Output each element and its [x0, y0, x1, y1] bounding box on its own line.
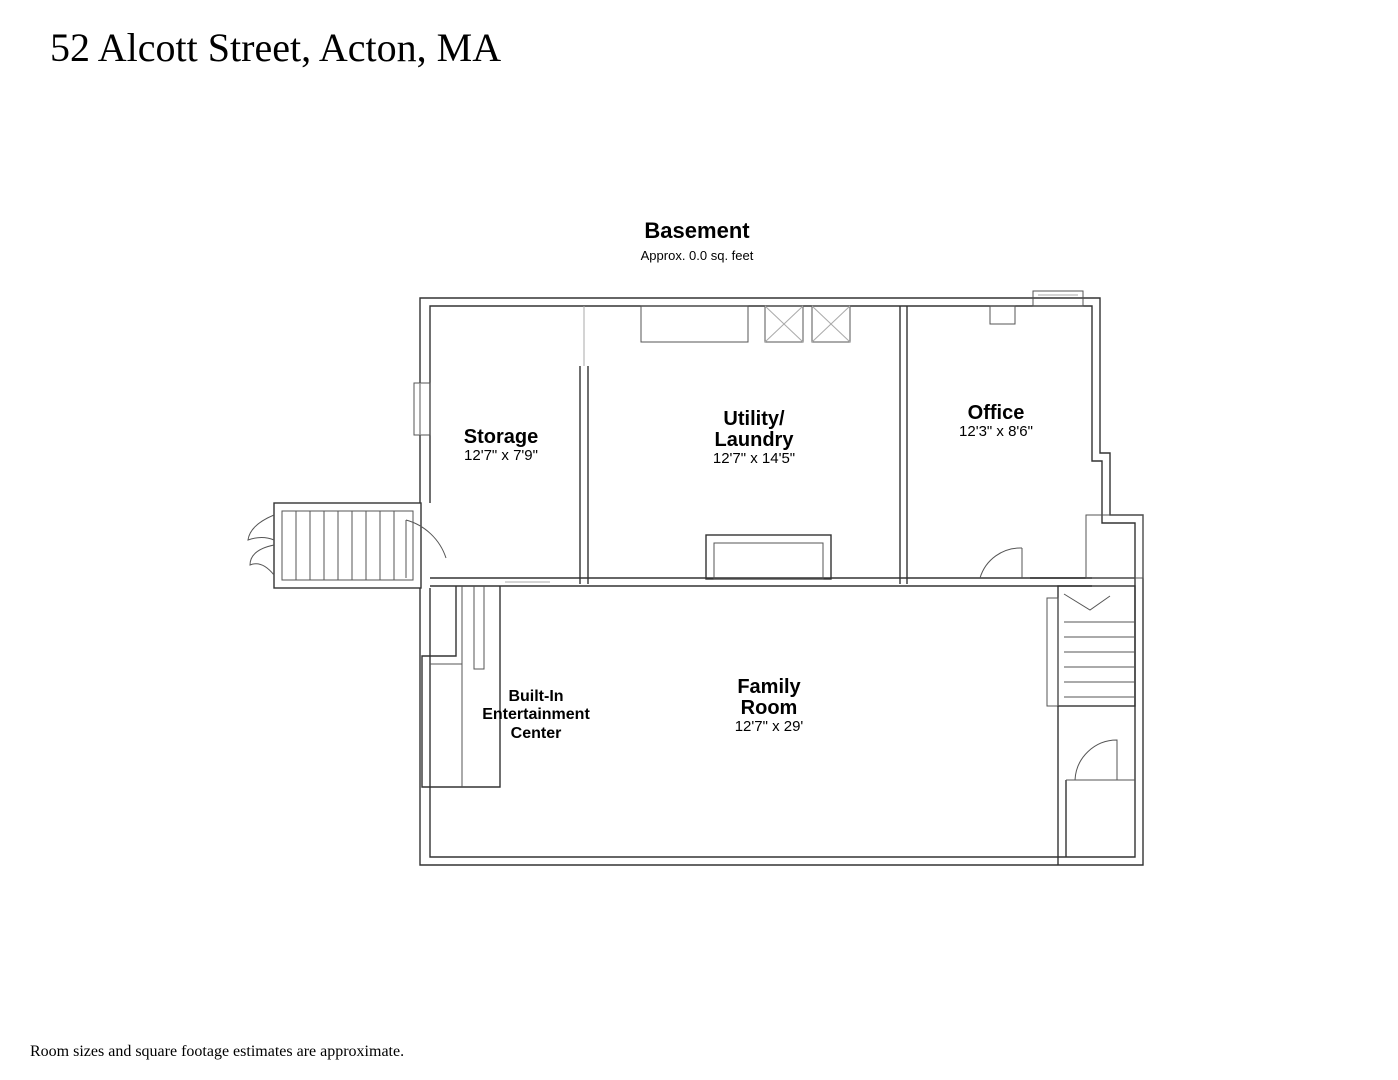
upper-right-closet [1085, 514, 1144, 579]
room-entertainment-name-2: Entertainment [482, 706, 590, 724]
closet [1057, 706, 1135, 865]
room-storage-name: Storage [463, 426, 539, 448]
room-entertainment-name-3: Center [510, 724, 562, 742]
room-family: Family Room 12'7" x 29' [735, 677, 804, 735]
room-utility-name-2: Laundry [714, 429, 794, 451]
room-storage-size: 12'7" x 7'9" [464, 447, 538, 464]
room-family-name: Family [737, 676, 801, 698]
storage-window [413, 382, 431, 436]
office-door [979, 547, 1023, 579]
room-office-size: 12'3" x 8'6" [959, 423, 1033, 440]
floor-area: Approx. 0.0 sq. feet [640, 248, 754, 263]
outer-walls [419, 297, 1144, 866]
room-family-name-2: Room [740, 697, 798, 719]
page-title: 52 Alcott Street, Acton, MA [50, 25, 502, 70]
room-family-size: 12'7" x 29' [734, 718, 804, 735]
office-fixtures [989, 290, 1084, 325]
room-utility-size: 12'7" x 14'5" [712, 450, 796, 467]
interior-stairs [1046, 585, 1136, 707]
footnote: Room sizes and square footage estimates … [30, 1043, 405, 1060]
room-entertainment-name: Built-In [508, 688, 564, 705]
room-storage: Storage 12'7" x 7'9" [464, 427, 538, 464]
exterior-stairs [247, 502, 422, 589]
storage-door [405, 519, 447, 578]
utility-fixtures [640, 305, 851, 580]
room-office: Office 12'3" x 8'6" [959, 403, 1033, 440]
room-entertainment: Built-In Entertainment Center [482, 688, 590, 743]
wall-utility-office [899, 306, 908, 584]
room-office-name: Office [967, 402, 1025, 424]
entertainment-center [421, 586, 501, 788]
room-utility: Utility/ Laundry 12'7" x 14'5" [713, 409, 795, 467]
room-utility-name: Utility/ [723, 408, 785, 430]
wall-storage-utility [579, 306, 589, 584]
wall-family-room-top [430, 577, 1135, 587]
floor-name: Basement [644, 218, 750, 243]
